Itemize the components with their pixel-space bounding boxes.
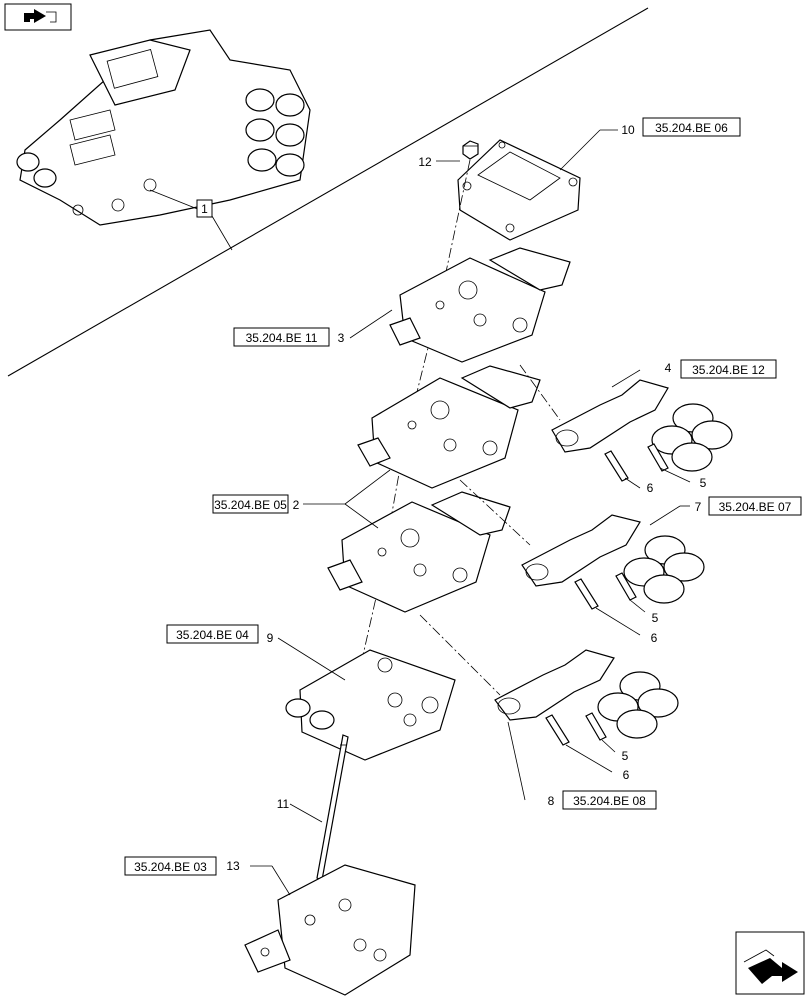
ref-box-r07	[708, 496, 802, 516]
callout-7: 7	[695, 500, 702, 514]
ref-r11: 35.204.BE 11	[246, 331, 318, 345]
callout-6-middle: 6	[651, 631, 658, 645]
ref-box-r04	[166, 624, 259, 644]
callout-3: 3	[338, 331, 345, 345]
ref-r05: 35.204.BE 05	[214, 498, 287, 512]
part-9-valve-section	[285, 649, 456, 761]
part-10-cover	[457, 139, 581, 241]
part-7-coupler-middle	[521, 514, 705, 604]
ref-box-r03	[124, 856, 217, 876]
part-5-screw-middle	[615, 572, 637, 601]
callout-4: 4	[665, 361, 672, 375]
callout-5-middle: 5	[652, 611, 659, 625]
part-3-valve-section	[389, 247, 571, 363]
part-6-screw-upper	[604, 450, 629, 482]
ref-box-r05	[212, 494, 289, 514]
part-6-screw-middle	[574, 578, 599, 610]
ref-box-r08	[562, 790, 657, 810]
part-13-inlet-section	[244, 864, 416, 996]
ref-box-r11	[233, 327, 330, 347]
separator-line	[7, 7, 649, 377]
ref-r08: 35.204.BE 08	[573, 794, 646, 808]
part-8-coupler-lower	[494, 649, 679, 739]
callout-2: 2	[293, 498, 300, 512]
ref-r07: 35.204.BE 07	[719, 500, 792, 514]
part-2-valve-section-upper	[357, 365, 541, 489]
part-12-nut	[462, 140, 479, 160]
assembled-valve-bank	[16, 29, 311, 226]
ref-r12: 35.204.BE 12	[692, 363, 765, 377]
callout-5-lower: 5	[622, 749, 629, 763]
part-11-tie-rod	[316, 734, 349, 881]
callout-9: 9	[267, 631, 274, 645]
folded-page-arrow-icon[interactable]	[4, 3, 72, 31]
ref-r03: 35.204.BE 03	[134, 860, 207, 874]
part-6-screw-lower	[545, 714, 570, 746]
callout-11: 11	[277, 797, 290, 811]
ref-r04: 35.204.BE 04	[176, 628, 249, 642]
part-4-coupler-upper	[551, 379, 733, 472]
callout-5-upper: 5	[700, 476, 707, 490]
ref-r06: 35.204.BE 06	[655, 121, 728, 135]
part-5-screw-upper	[647, 443, 669, 472]
part-2-valve-section-lower	[327, 491, 511, 613]
callout-6-lower: 6	[623, 768, 630, 782]
callout-10: 10	[621, 123, 635, 137]
callout-8: 8	[548, 794, 555, 808]
callout-13: 13	[226, 859, 240, 873]
callout-box-1	[196, 199, 213, 218]
callout-12: 12	[418, 155, 432, 169]
callout-6-upper: 6	[647, 481, 654, 495]
next-page-arrow-icon[interactable]	[735, 931, 805, 995]
ref-box-r06	[642, 117, 741, 137]
callout-1: 1	[201, 202, 208, 216]
ref-box-r12	[680, 359, 777, 379]
part-5-screw-lower	[585, 712, 607, 741]
